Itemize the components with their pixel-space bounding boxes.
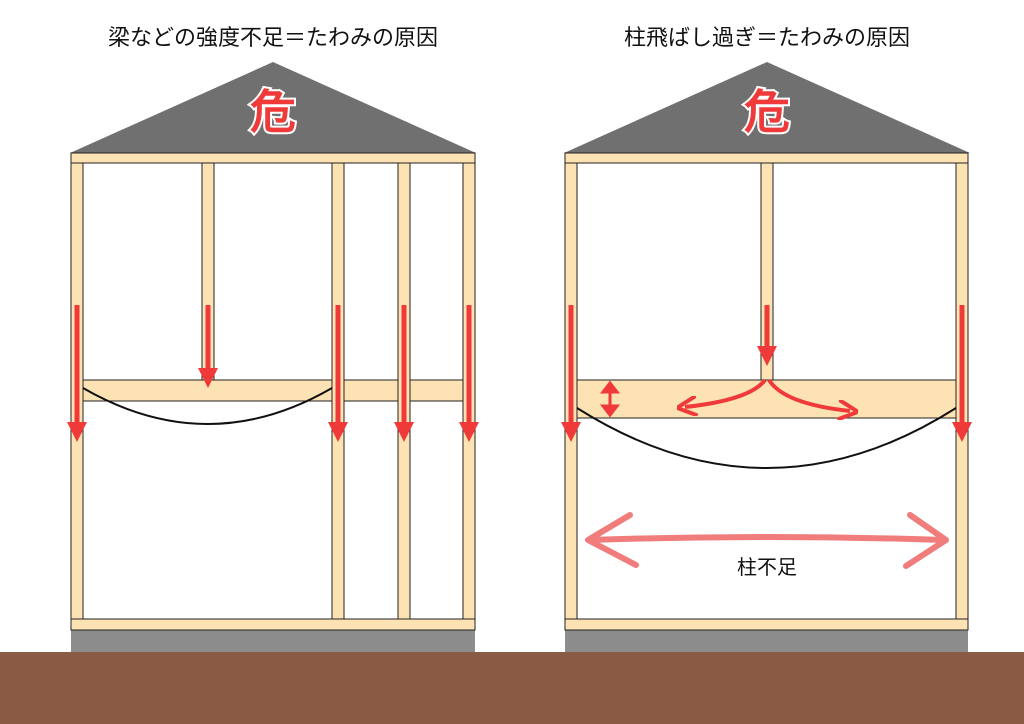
spread-arrow-left [685,378,767,407]
right-title: 柱飛ばし過ぎ＝たわみの原因 [624,26,910,51]
left-house: 梁などの強度不足＝たわみの原因 危 [67,26,479,652]
left-top-plate [70,152,476,164]
span-arrow [585,512,949,569]
left-load-arrows [67,305,479,442]
right-sill [564,618,969,631]
right-top-plate [564,152,969,164]
right-roof [564,62,970,153]
right-load-arrows [561,305,972,442]
span-label: 柱不足 [737,555,797,579]
left-title: 梁などの強度不足＝たわみの原因 [108,26,438,51]
left-foundation [71,630,475,652]
right-beam [576,379,957,419]
left-roof [70,62,476,153]
right-column-upper [760,162,774,381]
right-house: 柱飛ばし過ぎ＝たわみの原因 危 柱不足 [561,26,972,652]
right-roof-mark: 危 [744,85,790,139]
left-sill [70,618,476,631]
beam-depth-arrow [599,380,621,418]
left-deflection-curve [82,387,333,425]
right-foundation [565,630,968,652]
ground [0,652,1024,724]
left-roof-mark: 危 [250,85,296,139]
right-deflection-curve [576,407,957,469]
spread-arrow-right [767,378,850,411]
